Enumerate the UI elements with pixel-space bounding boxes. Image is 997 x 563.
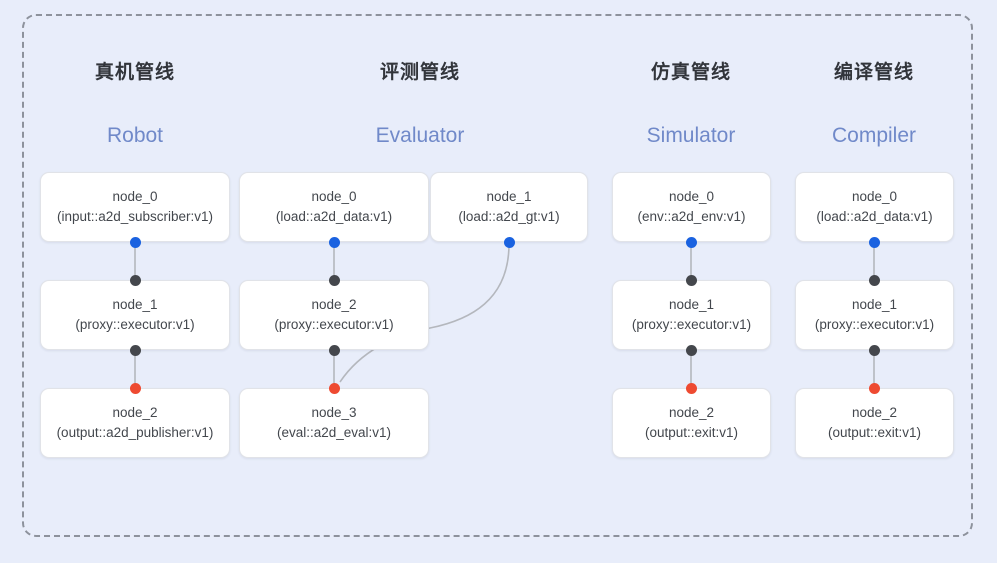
node-id: node_0 (851, 189, 898, 205)
node-type: (proxy::executor:v1) (75, 317, 195, 332)
port-input-simulator-2[interactable] (686, 382, 697, 394)
port-input-simulator-1[interactable] (686, 274, 697, 286)
column-title-en-evaluator: Evaluator (375, 124, 465, 147)
node-id: node_1 (112, 297, 158, 313)
node-robot-0[interactable]: node_0 (input::a2d_subscriber:v1) (40, 172, 230, 242)
node-type: (load::a2d_gt:v1) (458, 209, 560, 224)
port-output-evaluator-1[interactable] (503, 236, 515, 248)
node-type: (proxy::executor:v1) (274, 317, 394, 332)
node-id: node_3 (311, 405, 357, 421)
node-robot-2[interactable]: node_2 (output::a2d_publisher:v1) (40, 388, 230, 458)
node-id: node_2 (112, 405, 158, 421)
port-input-compiler-1[interactable] (869, 274, 880, 286)
node-type: (output::exit:v1) (827, 425, 922, 440)
port-output-compiler-1[interactable] (869, 344, 880, 356)
node-simulator-1[interactable]: node_1 (proxy::executor:v1) (612, 280, 771, 350)
node-id: node_1 (851, 297, 898, 313)
node-type: (output::a2d_publisher:v1) (56, 425, 214, 440)
column-title-cn-compiler: 编译管线 (833, 62, 914, 83)
node-type: (input::a2d_subscriber:v1) (56, 209, 214, 224)
node-type: (env::a2d_env:v1) (637, 209, 746, 224)
node-id: node_1 (486, 189, 532, 205)
port-output-robot-0[interactable] (129, 236, 141, 248)
node-compiler-0[interactable]: node_0 (load::a2d_data:v1) (795, 172, 954, 242)
node-id: node_0 (112, 189, 158, 205)
node-type: (proxy::executor:v1) (814, 317, 935, 332)
node-type: (proxy::executor:v1) (631, 317, 752, 332)
port-input-evaluator-3[interactable] (328, 382, 340, 394)
node-compiler-1[interactable]: node_1 (proxy::executor:v1) (795, 280, 954, 350)
node-evaluator-1[interactable]: node_1 (load::a2d_gt:v1) (430, 172, 588, 242)
port-output-simulator-0[interactable] (686, 236, 697, 248)
port-input-robot-1[interactable] (129, 274, 141, 286)
node-type: (load::a2d_data:v1) (816, 209, 933, 224)
column-title-en-compiler: Compiler (831, 124, 917, 147)
node-robot-1[interactable]: node_1 (proxy::executor:v1) (40, 280, 230, 350)
port-input-compiler-2[interactable] (869, 382, 880, 394)
node-compiler-2[interactable]: node_2 (output::exit:v1) (795, 388, 954, 458)
node-id: node_0 (668, 189, 715, 205)
node-id: node_2 (311, 297, 357, 313)
node-type: (output::exit:v1) (644, 425, 739, 440)
port-output-evaluator-0[interactable] (328, 236, 340, 248)
column-title-en-simulator: Simulator (646, 124, 736, 147)
node-simulator-2[interactable]: node_2 (output::exit:v1) (612, 388, 771, 458)
port-output-evaluator-2[interactable] (328, 344, 340, 356)
node-simulator-0[interactable]: node_0 (env::a2d_env:v1) (612, 172, 771, 242)
node-id: node_2 (851, 405, 898, 421)
column-title-cn-evaluator: 评测管线 (379, 62, 460, 83)
column-title-en-robot: Robot (106, 124, 164, 147)
node-evaluator-0[interactable]: node_0 (load::a2d_data:v1) (239, 172, 429, 242)
port-output-robot-1[interactable] (129, 344, 141, 356)
node-evaluator-3[interactable]: node_3 (eval::a2d_eval:v1) (239, 388, 429, 458)
node-type: (load::a2d_data:v1) (275, 209, 393, 224)
column-title-cn-simulator: 仿真管线 (650, 62, 731, 83)
node-id: node_2 (668, 405, 715, 421)
port-output-simulator-1[interactable] (686, 344, 697, 356)
node-id: node_0 (311, 189, 357, 205)
node-id: node_1 (668, 297, 715, 313)
port-input-robot-2[interactable] (129, 382, 141, 394)
column-title-cn-robot: 真机管线 (94, 62, 175, 83)
port-output-compiler-0[interactable] (869, 236, 880, 248)
node-type: (eval::a2d_eval:v1) (276, 425, 392, 440)
node-evaluator-2[interactable]: node_2 (proxy::executor:v1) (239, 280, 429, 350)
port-input-evaluator-2[interactable] (328, 274, 340, 286)
